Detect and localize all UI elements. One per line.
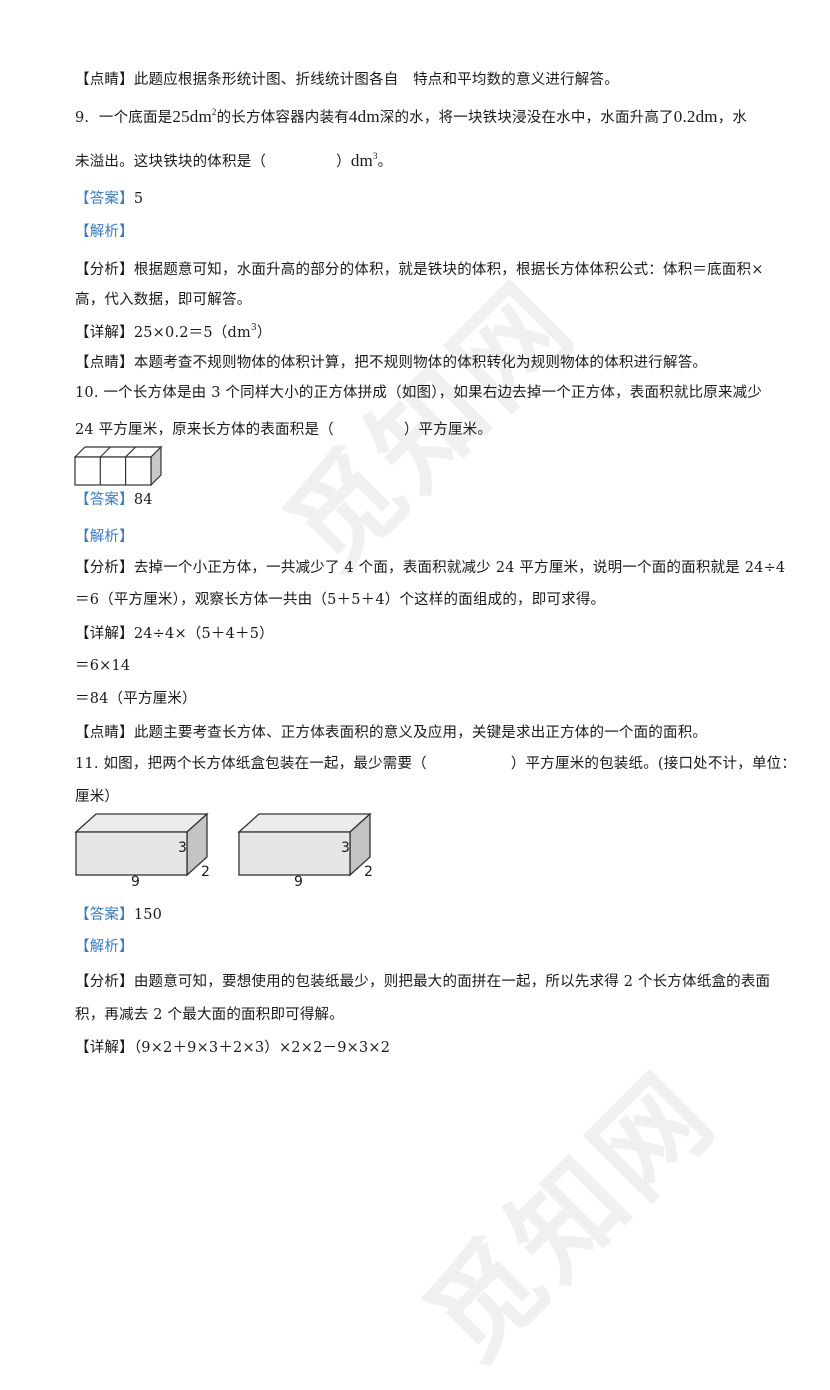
fenxi-text: 去掉一个小正方体，一共减少了 4 个面，表面积就减少 24 平方厘米，说明一个面… (133, 560, 786, 576)
xiangjie-label: 【详解】 (75, 1040, 134, 1056)
box-height-label: 3 (178, 840, 188, 856)
q10-text: 24 平方厘米，原来长方体的表面积是（ (75, 422, 334, 438)
box-width-label: 2 (364, 864, 374, 880)
q9-text: 的长方体容器内装有 (216, 110, 349, 126)
watermark: 觅知网 (402, 1048, 740, 1386)
xiangjie-text: 25×0.2＝5（dm (133, 325, 251, 341)
q10-text: 一个长方体是由 3 个同样大小的正方体拼成（如图），如果右边去掉一个正方体，表面… (103, 385, 763, 401)
fenxi-label: 【分析】 (75, 560, 134, 576)
q9-unit-value: dm (350, 151, 373, 170)
answer-label: 【答案】 (75, 492, 134, 508)
answer-value: 150 (133, 907, 163, 923)
q10-xiangjie-line3: ＝84（平方厘米） (75, 691, 197, 707)
dianjing-text: 此题主要考查长方体、正方体表面积的意义及应用，关键是求出正方体的一个面的面积。 (133, 725, 708, 741)
box-diagram-right (237, 813, 372, 877)
q9-unit: dm3 (351, 151, 378, 170)
q9-area: 25dm2 (172, 107, 216, 126)
fenxi-text: 根据题意可知，水面升高的部分的体积，就是铁块的体积，根据长方体体积公式：体积＝底… (133, 262, 764, 278)
q10-fenxi-line1: 【分析】去掉一个小正方体，一共减少了 4 个面，表面积就减少 24 平方厘米，说… (75, 558, 785, 578)
q11-fenxi-line1: 【分析】由题意可知，要想使用的包装纸最少，则把最大的面拼在一起，所以先求得 2 … (75, 972, 770, 992)
q9-fenxi-line1: 【分析】根据题意可知，水面升高的部分的体积，就是铁块的体积，根据长方体体积公式：… (75, 260, 770, 280)
q10-dianjing: 【点睛】此题主要考查长方体、正方体表面积的意义及应用，关键是求出正方体的一个面的… (75, 723, 770, 743)
xiangjie-label: 【详解】 (75, 325, 134, 341)
q10-stem-line1: 10. 一个长方体是由 3 个同样大小的正方体拼成（如图），如果右边去掉一个正方… (75, 383, 770, 403)
q10-answer: 【答案】84 (75, 490, 770, 510)
question-number: 9. (75, 110, 90, 126)
q9-text: ，水 (717, 110, 748, 126)
box-diagram-left (74, 813, 209, 877)
q9-rise: 0.2dm (673, 107, 718, 126)
question-number: 10. (75, 385, 99, 401)
q10-fenxi-line2: ＝6（平方厘米），观察长方体一共由（5＋5＋4）个这样的面组成的，即可求得。 (75, 592, 606, 608)
answer-label: 【答案】 (75, 907, 134, 923)
box-width-label: 2 (201, 864, 211, 880)
xiangjie-exponent: 3 (250, 323, 257, 333)
q9-stem-line1: 9. 一个底面是25dm2的长方体容器内装有4dm深的水，将一块铁块浸没在水中，… (75, 107, 770, 128)
q10-text: ）平方厘米。 (403, 422, 493, 438)
q9-area-exponent: 2 (211, 107, 217, 117)
q9-fenxi-line2: 高，代入数据，即可解答。 (75, 292, 252, 308)
q9-area-value: 25dm (172, 107, 212, 126)
q11-text: ）平方厘米的包装纸。(接口处不计，单位： (510, 756, 797, 772)
q9-text: 一个底面是 (98, 110, 173, 126)
q9-depth: 4dm (348, 107, 380, 126)
fenxi-text: 由题意可知，要想使用的包装纸最少，则把最大的面拼在一起，所以先求得 2 个长方体… (133, 974, 771, 990)
xiangjie-label: 【详解】 (75, 626, 134, 642)
dianjing-label: 【点睛】 (75, 355, 134, 371)
q11-answer: 【答案】150 (75, 905, 770, 925)
three-cubes-diagram (74, 446, 163, 486)
q10-xiangjie-line1: 【详解】24÷4×（5＋4＋5） (75, 624, 770, 644)
answer-value: 5 (133, 191, 144, 207)
xiangjie-text: ） (256, 325, 272, 341)
xiangjie-text: （9×2＋9×3＋2×3）×2×2－9×3×2 (133, 1040, 391, 1056)
answer-value: 84 (133, 492, 153, 508)
q9-text: 。 (377, 154, 393, 170)
q9-stem-line2: 未溢出。这块铁块的体积是（ ）dm3。 (75, 151, 770, 172)
q11-stem-line2: 厘米） (75, 789, 120, 805)
answer-label: 【答案】 (75, 191, 134, 207)
q11-text: 如图，把两个长方体纸盒包装在一起，最少需要（ (103, 756, 427, 772)
dianjing-label: 【点睛】 (75, 725, 134, 741)
q9-unit-exponent: 3 (372, 151, 378, 161)
q10-analysis-label: 【解析】 (75, 529, 134, 545)
q9-analysis-label: 【解析】 (75, 224, 134, 240)
q9-text: 未溢出。这块铁块的体积是（ (75, 154, 267, 170)
box-length-label: 9 (294, 874, 304, 890)
fenxi-label: 【分析】 (75, 974, 134, 990)
box-length-label: 9 (131, 874, 141, 890)
q9-text: ） (336, 154, 351, 170)
q11-xiangjie: 【详解】（9×2＋9×3＋2×3）×2×2－9×3×2 (75, 1038, 770, 1058)
q11-fenxi-line2: 积，再减去 2 个最大面的面积即可得解。 (75, 1007, 344, 1023)
q11-analysis-label: 【解析】 (75, 939, 134, 955)
q9-dianjing: 【点睛】本题考查不规则物体的体积计算，把不规则物体的体积转化为规则物体的体积进行… (75, 353, 770, 373)
fenxi-label: 【分析】 (75, 262, 134, 278)
q8-comment: 【点睛】此题应根据条形统计图、折线统计图各自 特点和平均数的意义进行解答。 (75, 72, 619, 88)
q10-xiangjie-line2: ＝6×14 (75, 658, 131, 674)
q11-stem-line1: 11. 如图，把两个长方体纸盒包装在一起，最少需要（ ）平方厘米的包装纸。(接口处… (75, 754, 796, 774)
dianjing-text: 本题考查不规则物体的体积计算，把不规则物体的体积转化为规则物体的体积进行解答。 (133, 355, 708, 371)
q9-xiangjie: 【详解】25×0.2＝5（dm3） (75, 323, 770, 343)
q10-stem-line2: 24 平方厘米，原来长方体的表面积是（ ）平方厘米。 (75, 420, 770, 440)
document-page: 觅知网 觅知网 【点睛】此题应根据条形统计图、折线统计图各自 特点和平均数的意义… (74, 72, 796, 1385)
q9-text: 深的水，将一块铁块浸没在水中，水面升高了 (379, 110, 674, 126)
xiangjie-text: 24÷4×（5＋4＋5） (133, 626, 274, 642)
box-height-label: 3 (341, 840, 351, 856)
q9-answer: 【答案】5 (75, 189, 770, 209)
question-number: 11. (75, 756, 99, 772)
